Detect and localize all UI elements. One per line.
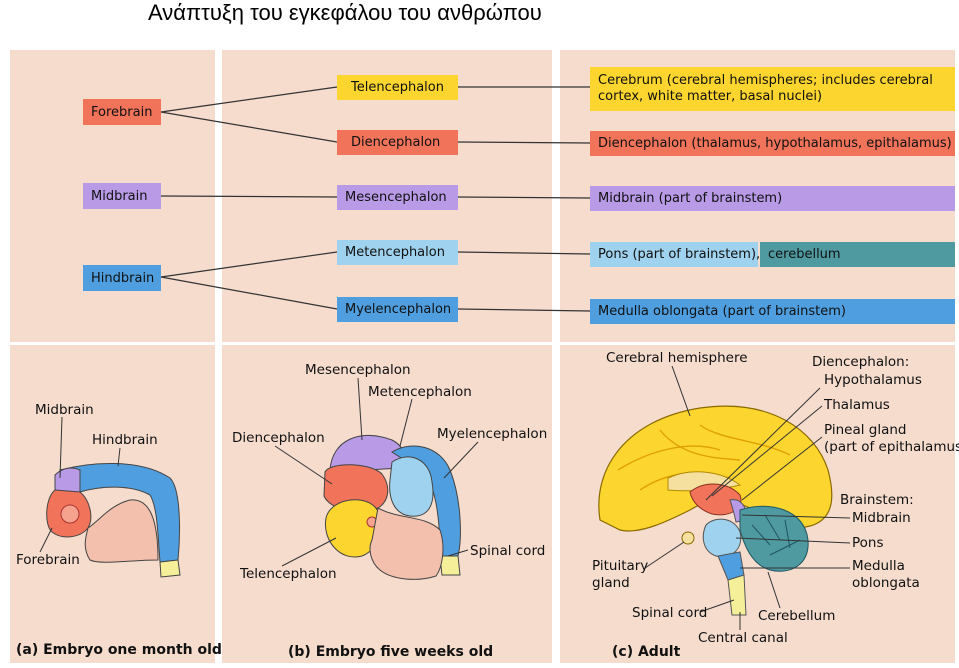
b-label-spinal-cord: Spinal cord — [470, 543, 546, 559]
box-cerebrum: Cerebrum (cerebral hemispheres; includes… — [590, 67, 955, 111]
c-label-pituitary-line-2: gland — [592, 575, 630, 591]
a-caption: (a) Embryo one month old — [16, 642, 222, 658]
c-label-medulla-line-1: Medulla — [852, 558, 905, 574]
a-label-forebrain: Forebrain — [16, 552, 80, 568]
b-label-metencephalon: Metencephalon — [368, 384, 472, 400]
cerebrum-line-2: cortex, white matter, basal nuclei) — [598, 89, 823, 104]
cerebrum-line-1: Cerebrum (cerebral hemispheres; includes… — [598, 73, 933, 88]
box-midbrain: Midbrain — [83, 183, 161, 209]
panel-a — [10, 345, 215, 663]
c-label-cerebral-hemisphere: Cerebral hemisphere — [606, 350, 748, 366]
c-label-hypothalamus: Hypothalamus — [824, 372, 922, 388]
c-label-cerebellum: Cerebellum — [758, 608, 836, 624]
embryo-five-weeks-illustration — [323, 435, 461, 580]
box-mesencephalon: Mesencephalon — [337, 185, 458, 210]
box-metencephalon: Metencephalon — [337, 240, 458, 265]
box-pons: Pons (part of brainstem), — [590, 242, 760, 267]
box-forebrain: Forebrain — [83, 99, 161, 125]
box-diencephalon: Diencephalon — [337, 130, 458, 155]
c-label-central-canal: Central canal — [698, 630, 788, 646]
c-label-medulla-line-2: oblongata — [852, 575, 920, 591]
box-telencephalon: Telencephalon — [337, 75, 458, 100]
embryo-one-month-illustration — [46, 462, 181, 578]
box-adult-midbrain: Midbrain (part of brainstem) — [590, 186, 955, 211]
a-label-midbrain: Midbrain — [35, 402, 94, 418]
c-caption: (c) Adult — [612, 644, 681, 660]
c-label-brainstem: Brainstem: — [840, 492, 914, 508]
c-label-pineal-line-2: (part of epithalamus) — [824, 439, 959, 455]
c-label-midbrain: Midbrain — [852, 510, 911, 526]
box-hindbrain: Hindbrain — [83, 265, 161, 291]
a-label-hindbrain: Hindbrain — [92, 432, 158, 448]
box-medulla: Medulla oblongata (part of brainstem) — [590, 299, 955, 324]
adult-brain-illustration — [598, 405, 833, 616]
c-label-spinal-cord: Spinal cord — [632, 605, 708, 621]
b-label-telencephalon: Telencephalon — [240, 566, 337, 582]
panel-b — [222, 345, 552, 663]
c-label-pituitary-line-1: Pituitary — [592, 558, 649, 574]
b-label-myelencephalon: Myelencephalon — [437, 426, 548, 442]
page-title: Ανάπτυξη του εγκεφάλου του ανθρώπου — [148, 0, 542, 25]
box-adult-diencephalon: Diencephalon (thalamus, hypothalamus, ep… — [590, 131, 955, 156]
b-label-mesencephalon: Mesencephalon — [305, 362, 411, 378]
c-label-pons: Pons — [852, 535, 884, 551]
c-label-thalamus: Thalamus — [824, 397, 890, 413]
c-label-pineal-line-1: Pineal gland — [824, 422, 907, 438]
b-caption: (b) Embryo five weeks old — [288, 644, 494, 660]
c-label-diencephalon: Diencephalon: — [812, 354, 910, 370]
box-cerebellum: cerebellum — [760, 242, 955, 267]
box-myelencephalon: Myelencephalon — [337, 297, 458, 322]
b-label-diencephalon: Diencephalon — [232, 430, 325, 446]
